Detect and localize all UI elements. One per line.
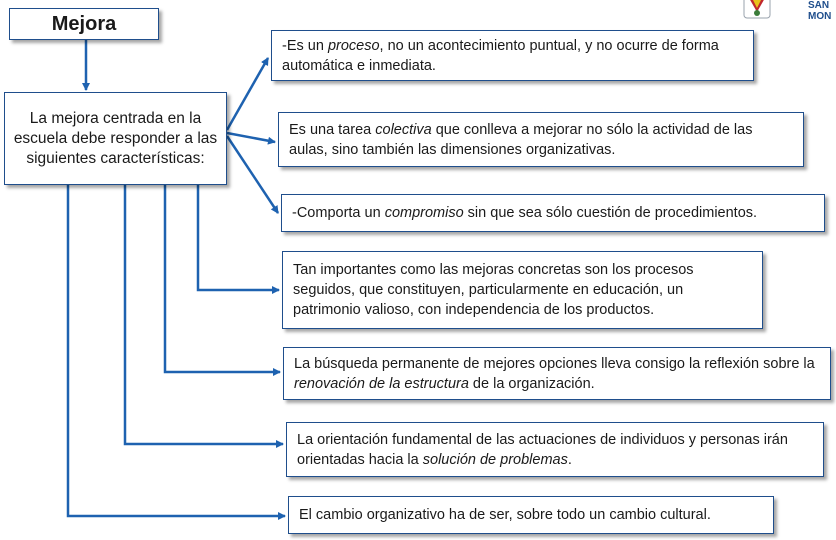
- emphasis-text: proceso: [327, 37, 380, 54]
- item-text-1: -Es un proceso, no un acontecimiento pun…: [282, 36, 745, 76]
- arrow-to-item-4: [196, 185, 280, 294]
- arrow-to-item-2: [226, 131, 276, 145]
- item-box-4: Tan importantes como las mejoras concret…: [282, 251, 763, 329]
- arrow-to-item-1: [225, 57, 270, 131]
- item-text-3: -Comporta un compromiso sin que sea sólo…: [292, 203, 757, 223]
- arrow-to-item-3: [225, 135, 280, 214]
- segment-text: .: [567, 451, 572, 468]
- item-text-7: El cambio organizativo ha de ser, sobre …: [299, 505, 711, 525]
- emphasis-text: renovación de la estructura: [294, 375, 469, 392]
- logo-emblem: [743, 0, 771, 19]
- item-text-4: Tan importantes como las mejoras concret…: [293, 260, 754, 320]
- item-box-6: La orientación fundamental de las actuac…: [286, 422, 824, 477]
- item-box-2: Es una tarea colectiva que conlleva a me…: [278, 112, 804, 167]
- emphasis-text: solución de problemas: [422, 451, 568, 468]
- logo-text-line1: SAN: [808, 0, 830, 11]
- item-text-5: La búsqueda permanente de mejores opcion…: [294, 354, 822, 394]
- arrow-to-item-7: [66, 185, 286, 520]
- item-box-5: La búsqueda permanente de mejores opcion…: [283, 347, 831, 400]
- title-text: Mejora: [51, 12, 117, 35]
- central-text: La mejora centrada en la escuela debe re…: [13, 109, 218, 167]
- segment-text: que conlleva a mejorar no sólo la activi…: [289, 121, 753, 158]
- emphasis-text: compromiso: [384, 205, 464, 221]
- item-box-1: -Es un proceso, no un acontecimiento pun…: [271, 30, 754, 81]
- logo-text-line2: MON: [808, 11, 832, 22]
- segment-text: El cambio organizativo ha de ser, sobre …: [299, 507, 711, 523]
- segment-text: Tan importantes como las mejoras concret…: [293, 262, 694, 318]
- segment-text: Es una tarea: [289, 121, 376, 138]
- central-box: La mejora centrada en la escuela debe re…: [4, 92, 227, 185]
- segment-text: La búsqueda permanente de mejores opcion…: [294, 355, 815, 372]
- arrow-to-item-6: [123, 185, 284, 448]
- logo: [740, 0, 836, 26]
- item-box-7: El cambio organizativo ha de ser, sobre …: [288, 496, 774, 534]
- segment-text: sin que sea sólo cuestión de procedimien…: [463, 205, 758, 221]
- segment-text: -Comporta un: [292, 205, 385, 221]
- emphasis-text: colectiva: [375, 121, 432, 138]
- item-box-3: -Comporta un compromiso sin que sea sólo…: [281, 194, 825, 232]
- segment-text: La orientación fundamental de las actuac…: [297, 431, 788, 468]
- segment-text: , no un acontecimiento puntual, y no ocu…: [282, 37, 719, 74]
- segment-text: -Es un: [282, 37, 328, 54]
- segment-text: de la organización.: [468, 375, 595, 392]
- title-box: Mejora: [9, 8, 159, 40]
- item-text-2: Es una tarea colectiva que conlleva a me…: [289, 120, 795, 160]
- arrow-to-item-5: [163, 185, 281, 376]
- item-text-6: La orientación fundamental de las actuac…: [297, 430, 815, 470]
